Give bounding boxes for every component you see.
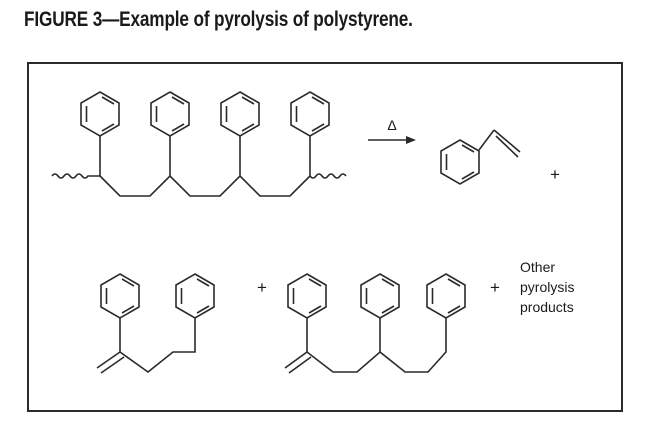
dimer-molecule bbox=[96, 318, 196, 374]
other-products-line-2: pyrolysis bbox=[520, 279, 574, 295]
trimer-ring-3 bbox=[426, 273, 466, 319]
phenyl-ring-4 bbox=[290, 91, 330, 137]
figure-frame bbox=[27, 62, 623, 412]
phenyl-ring-2 bbox=[150, 91, 190, 137]
polystyrene-chain bbox=[51, 136, 347, 197]
plus-sign-2: + bbox=[257, 278, 267, 297]
trimer-ring-2 bbox=[360, 273, 400, 319]
other-products-line-1: Other bbox=[520, 259, 555, 275]
styrene-molecule bbox=[478, 129, 521, 158]
plus-sign-1: + bbox=[550, 165, 560, 184]
dimer-ring-2 bbox=[175, 273, 215, 319]
other-products-line-3: products bbox=[520, 299, 574, 315]
chain-backbone bbox=[99, 174, 311, 197]
heat-symbol: Δ bbox=[387, 117, 396, 133]
chain-end-wavy-right bbox=[309, 173, 347, 179]
figure-title: FIGURE 3—Example of pyrolysis of polysty… bbox=[24, 8, 413, 31]
dimer-ring-1 bbox=[100, 273, 140, 319]
styrene-ring bbox=[440, 139, 480, 185]
plus-sign-3: + bbox=[490, 278, 500, 297]
phenyl-ring-3 bbox=[220, 91, 260, 137]
chain-end-wavy-left bbox=[51, 173, 100, 179]
phenyl-ring-1 bbox=[80, 91, 120, 137]
trimer-ring-1 bbox=[287, 273, 327, 319]
trimer-molecule bbox=[284, 318, 447, 374]
reaction-arrow bbox=[368, 136, 416, 144]
